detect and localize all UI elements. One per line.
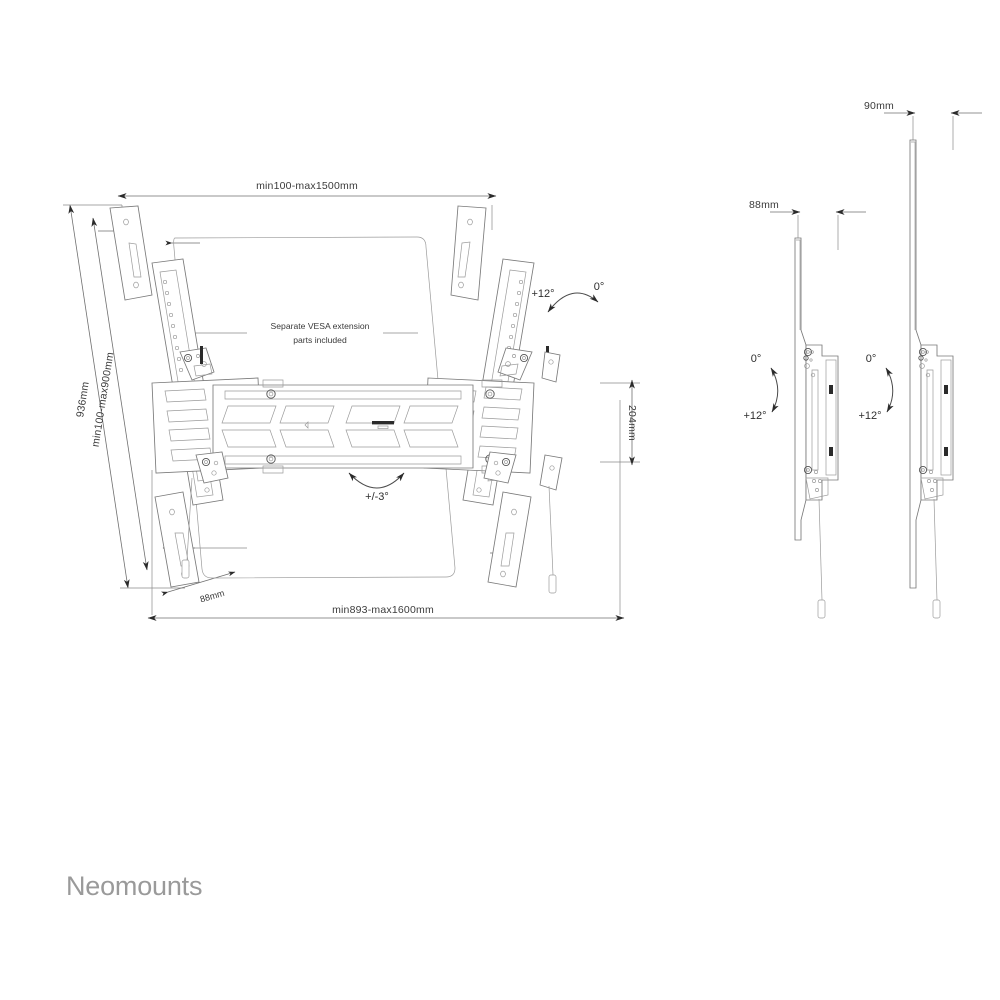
angle-label-side-left-bottom: +12° xyxy=(743,410,766,422)
dimension-top-width: min100-max1500mm xyxy=(117,180,497,230)
brand-badge xyxy=(372,421,394,425)
angle-label-side-right-bottom: +12° xyxy=(858,410,881,422)
dimension-side-left-depth: 88mm xyxy=(749,199,866,250)
side-view-right-group: 90mm xyxy=(858,100,982,619)
vesa-note-line2: parts included xyxy=(293,335,347,345)
dimension-label-overall-height: 936mm xyxy=(74,381,91,418)
tv-screen-outline xyxy=(173,236,456,579)
dimension-label-rail-height: 204mm xyxy=(626,405,638,441)
rail-center-beam xyxy=(212,384,474,469)
dimension-label-side-left-depth: 88mm xyxy=(749,199,779,211)
angle-label-tilt-up: +12° xyxy=(531,288,554,300)
rail-hole-column-left xyxy=(162,279,184,373)
tilt-angle-indicator-side-left: 0° +12° xyxy=(743,353,779,422)
vesa-extension-plate-top-right xyxy=(450,205,487,301)
tilt-angle-indicator-top: +12° 0° xyxy=(531,281,605,313)
angle-label-tilt-zero: 0° xyxy=(594,281,605,293)
vesa-note-line1: Separate VESA extension xyxy=(271,321,370,331)
dimension-label-side-right-depth: 90mm xyxy=(864,100,894,112)
level-angle-indicator: +/-3° xyxy=(348,472,405,503)
vesa-extension-plate-bottom-right xyxy=(487,491,532,588)
front-view-group: min100-max1500mm 936mm min100-max900mm m… xyxy=(63,180,640,621)
mount-bracket-profile-right xyxy=(918,344,954,501)
tilt-bracket-left xyxy=(179,346,229,484)
dimension-label-bottom-width: min893-max1600mm xyxy=(332,604,434,616)
tilt-bracket-right xyxy=(483,346,563,491)
brand-logo-text: Neomounts xyxy=(66,871,202,901)
mount-bracket-profile-left xyxy=(803,344,839,501)
tilt-angle-indicator-side-right: 0° +12° xyxy=(858,353,894,422)
dimension-rail-height: 204mm xyxy=(600,379,640,466)
release-cord-side-right xyxy=(932,498,941,619)
angle-label-side-left-top: 0° xyxy=(751,353,762,365)
dimension-label-top-width: min100-max1500mm xyxy=(256,180,358,192)
side-view-left-group: 88mm xyxy=(743,199,866,619)
angle-label-side-right-top: 0° xyxy=(866,353,877,365)
vesa-extension-plate-top-left xyxy=(109,205,153,301)
dimension-bottom-width: min893-max1600mm xyxy=(147,400,625,621)
release-cord-right xyxy=(548,485,557,594)
release-cord-left xyxy=(181,477,193,579)
dimension-side-right-depth: 90mm xyxy=(864,100,982,150)
angle-label-level: +/-3° xyxy=(365,491,389,503)
release-cord-side-left xyxy=(817,498,826,619)
